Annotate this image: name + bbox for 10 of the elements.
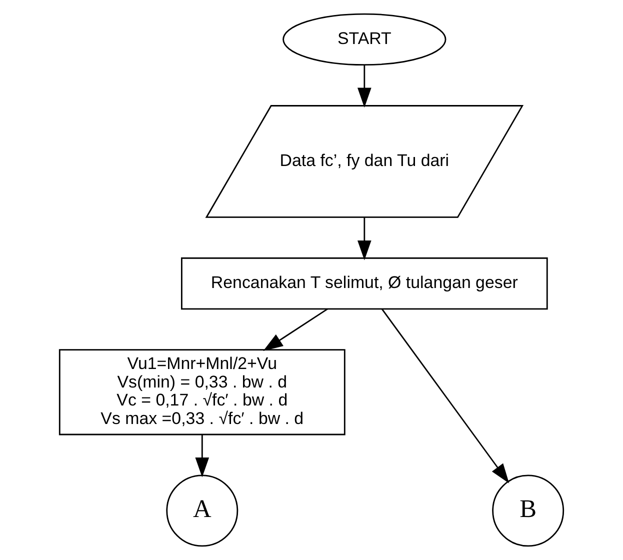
node-circle: A (166, 474, 238, 547)
arrow (263, 308, 328, 351)
node-ellipse: START (282, 13, 446, 66)
arrow (381, 308, 510, 484)
arrow (358, 218, 372, 260)
arrow (195, 434, 210, 478)
node-box: Rencanakan T selimut, Ø tulangan geser (180, 257, 548, 310)
node-box: Vu1=Mnr+Mnl/2+Vu Vs(min) = 0,33 . bw . d Vc = 0,17 . √fc′ . bw . d Vs max =0,33 . √fc′ . bw . d (58, 349, 346, 436)
node-circle: B (492, 474, 564, 547)
arrow (358, 64, 372, 108)
